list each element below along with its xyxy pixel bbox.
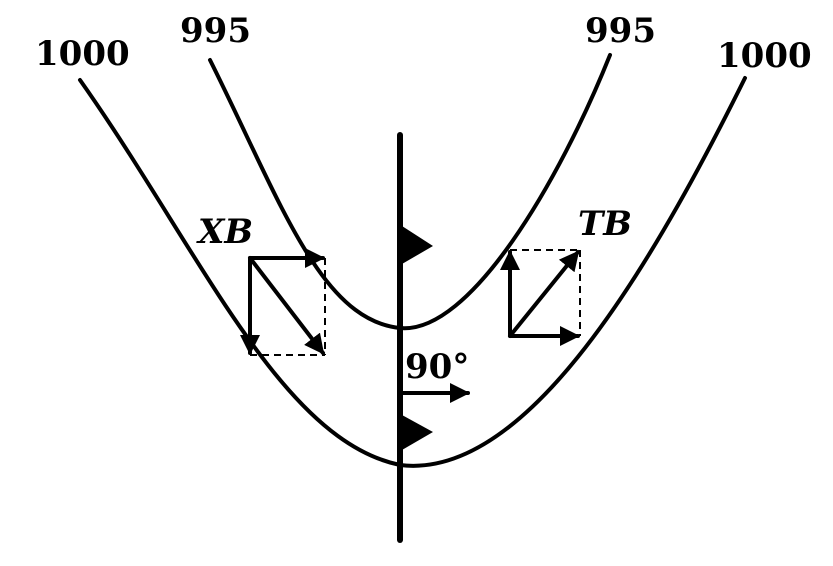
label-inner-right-995: 995 [585, 11, 656, 51]
arrow-diagonal [508, 250, 580, 338]
front-flag-upper [402, 226, 433, 264]
label-outer-right-1000: 1000 [717, 36, 812, 76]
wind-vector-left [240, 248, 326, 356]
front-flag-lower [402, 415, 433, 450]
isobar-outer [78, 76, 747, 468]
wind-vector-right [500, 249, 581, 346]
label-xb: XB [196, 212, 253, 252]
arrow-diagonal [248, 256, 325, 355]
label-outer-left-1000: 1000 [35, 34, 130, 74]
label-inner-left-995: 995 [180, 11, 251, 51]
label-angle-90: 90° [405, 347, 469, 387]
label-tb: TB [578, 204, 632, 244]
